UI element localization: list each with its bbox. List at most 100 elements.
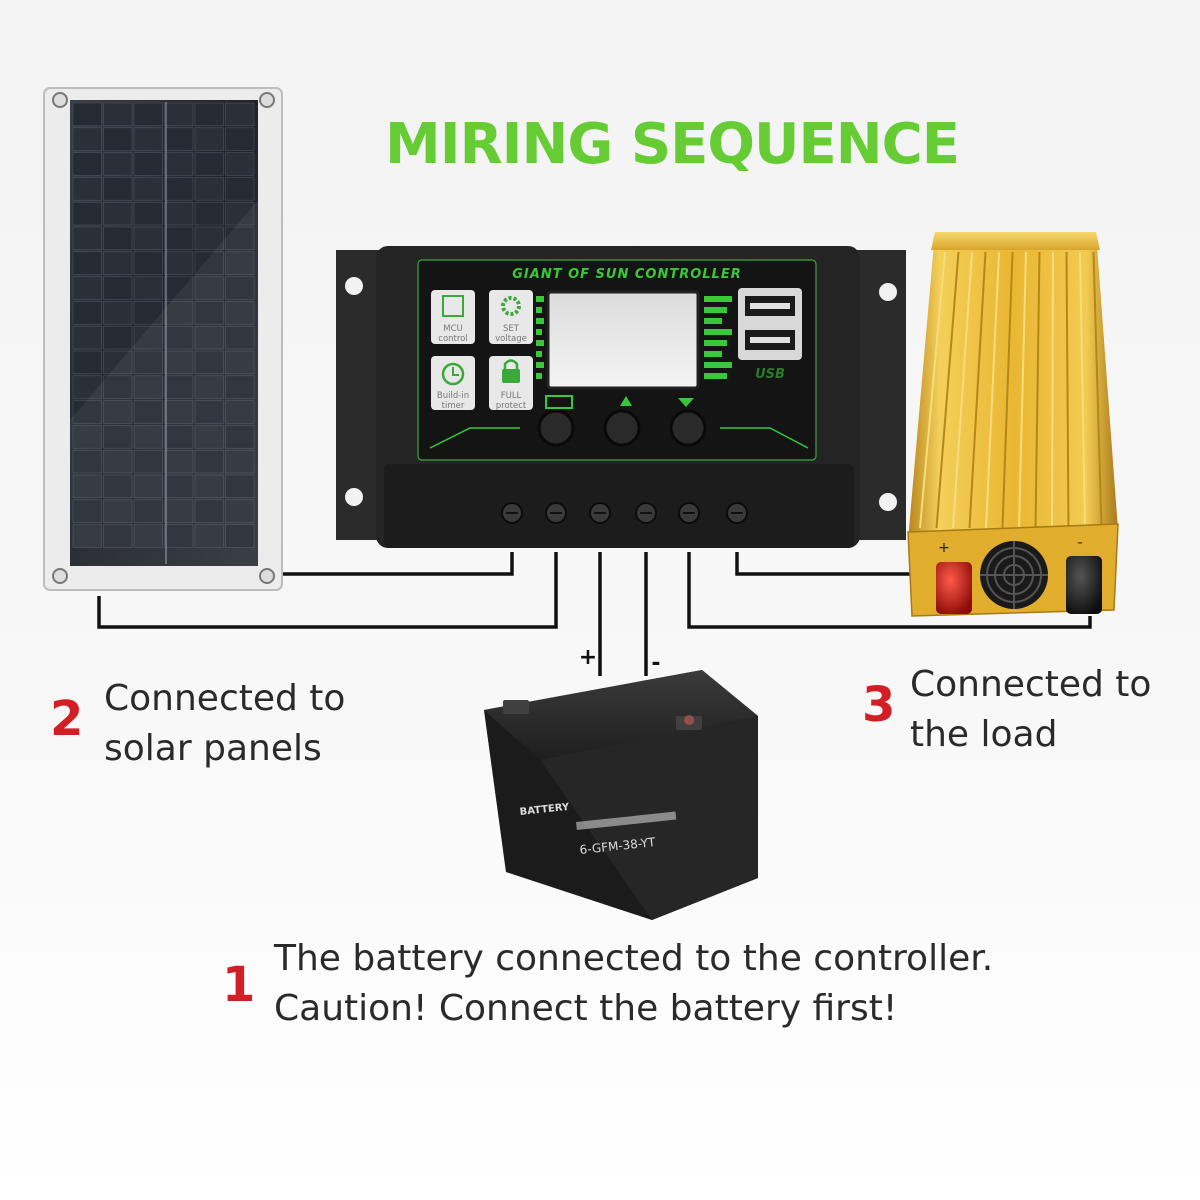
- inverter-positive-sign: +: [938, 540, 950, 556]
- indicator-bar: [704, 296, 732, 302]
- solar-cell: [72, 102, 102, 127]
- usb-label: USB: [755, 367, 785, 382]
- solar-cell: [164, 350, 194, 375]
- menu-button[interactable]: [537, 409, 575, 447]
- solar-cell: [72, 325, 102, 350]
- solar-cell: [194, 449, 224, 474]
- controller-brand: GIANT OF SUN CONTROLLER: [512, 267, 741, 282]
- indicator-bar: [704, 307, 727, 313]
- solar-cell: [225, 177, 255, 201]
- mounting-hole-icon: [259, 92, 275, 108]
- solar-cell: [225, 524, 255, 548]
- solar-cell: [103, 474, 133, 499]
- solar-cell: [194, 474, 224, 499]
- step-text: The battery connected to the controller.…: [274, 934, 993, 1034]
- usb-ports: USB: [738, 288, 802, 382]
- mcu-tile: MCU control: [431, 290, 475, 344]
- step-2-caption: 2 Connected to solar panels: [50, 674, 380, 784]
- solar-cell: [72, 177, 102, 201]
- solar-cell: [164, 325, 194, 350]
- solar-cell: [194, 524, 224, 548]
- up-button[interactable]: [603, 409, 641, 447]
- fin-line: [952, 251, 973, 529]
- terminal-screws: [501, 502, 748, 524]
- solar-cell: [133, 400, 163, 424]
- indicator-bar: [536, 351, 542, 357]
- step-text-line: Connected to: [910, 664, 1152, 705]
- protect-label-2: protect: [496, 401, 527, 411]
- solar-cell: [225, 127, 255, 151]
- step-3-caption: 3 Connected to the load: [862, 660, 1182, 770]
- inverter-negative-sign: -: [1077, 535, 1082, 551]
- solar-cell: [133, 524, 163, 548]
- down-button[interactable]: [669, 409, 707, 447]
- fin-line: [935, 251, 960, 529]
- solar-cell: [103, 276, 133, 300]
- solar-cell: [164, 449, 194, 474]
- mounting-hole-icon: [52, 92, 68, 108]
- step-number: 2: [50, 691, 84, 747]
- mounting-hole-icon: [345, 277, 363, 295]
- solar-cell: [103, 301, 133, 325]
- solar-cell: [103, 499, 133, 523]
- step-number: 1: [222, 957, 256, 1013]
- gear-icon: [501, 296, 521, 316]
- solar-cell: [133, 201, 163, 226]
- solar-cell: [225, 350, 255, 375]
- timer-label-2: timer: [442, 401, 465, 411]
- solar-cell: [194, 102, 224, 127]
- solar-cell: [133, 226, 163, 251]
- solar-cell: [133, 301, 163, 325]
- step-text-line: the load: [910, 714, 1058, 755]
- solar-cell: [103, 425, 133, 449]
- step-text-line: Caution! Connect the battery first!: [274, 988, 898, 1029]
- indicator-bar: [704, 362, 732, 368]
- solar-cell: [225, 425, 255, 449]
- solar-cell: [164, 226, 194, 251]
- solar-cell: [72, 226, 102, 251]
- load-wire-positive: [735, 552, 915, 576]
- battery-positive-sign: +: [579, 645, 597, 670]
- solar-cell: [133, 177, 163, 201]
- solar-cell: [225, 102, 255, 127]
- step-1-caption: 1 The battery connected to the controlle…: [222, 934, 1022, 1044]
- heat-sink-fins: [919, 251, 1103, 529]
- inverter: + -: [907, 232, 1119, 617]
- solar-cell: [103, 152, 133, 176]
- charge-controller: GIANT OF SUN CONTROLLER MCU control SET …: [336, 246, 906, 548]
- solar-cell: [103, 251, 133, 275]
- solar-cell: [133, 276, 163, 300]
- timer-tile: Build-in timer: [431, 356, 475, 411]
- solar-cell: [164, 400, 194, 424]
- solar-cell: [133, 375, 163, 399]
- solar-cell: [103, 449, 133, 474]
- solar-cell: [194, 127, 224, 151]
- indicator-bar: [536, 329, 542, 335]
- solar-cell: [164, 301, 194, 325]
- load-wire-negative: [687, 552, 1092, 629]
- solar-cell: [194, 350, 224, 375]
- step-text: Connected to the load: [910, 660, 1151, 760]
- fin-line: [1092, 251, 1103, 529]
- solar-cell: [164, 375, 194, 399]
- solar-cell: [133, 350, 163, 375]
- indicator-bar: [536, 318, 544, 324]
- battery: + - BATTERY 6-GFM-38-YT: [484, 645, 758, 920]
- solar-cell: [225, 449, 255, 474]
- step-text: Connected to solar panels: [104, 674, 345, 774]
- page-title: MIRING SEQUENCE: [385, 112, 960, 177]
- solar-cell: [225, 301, 255, 325]
- solar-cell: [72, 301, 102, 325]
- mounting-hole-icon: [879, 283, 897, 301]
- indicator-bar: [536, 362, 544, 368]
- inverter-negative-terminal: [1066, 556, 1102, 614]
- lock-icon: [502, 369, 520, 383]
- solar-cell: [164, 425, 194, 449]
- solar-cell: [194, 177, 224, 201]
- indicator-bar: [704, 329, 732, 335]
- solar-cell: [225, 201, 255, 226]
- solar-cell: [103, 400, 133, 424]
- solar-cell: [164, 152, 194, 176]
- solar-cell: [103, 524, 133, 548]
- mounting-hole-icon: [259, 568, 275, 584]
